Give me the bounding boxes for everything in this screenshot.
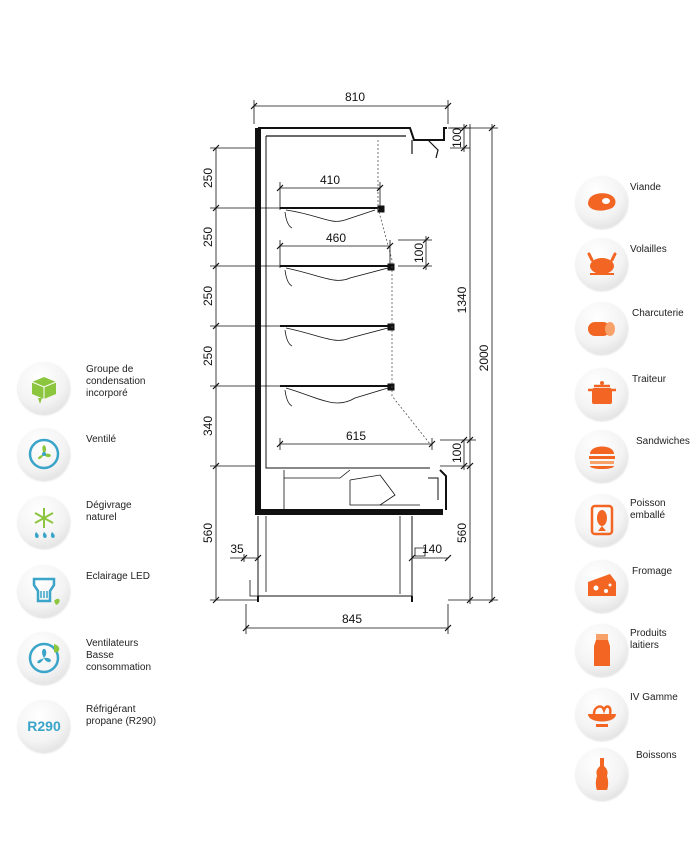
dim-base-height-right: 560 [455,523,469,543]
low-energy-fan-icon [18,632,70,684]
product-traiteur: Traiteur [576,368,666,420]
burger-icon [576,430,628,482]
milk-carton-icon [576,624,628,676]
dim-display-height: 1340 [455,286,469,313]
dim-shelf-mid-depth: 460 [326,231,346,245]
product-label: Fromage [632,566,673,577]
feature-label: Réfrigérant propane (R290) [86,704,157,727]
product-meat: Viande [576,176,661,228]
shelf-4 [280,383,395,407]
product-iv-gamme: IV Gamme [576,688,678,740]
feature-natural-defrost: Dégivrage naturel [18,496,151,548]
product-label: Sandwiches [636,436,690,447]
product-cheese: Fromage [576,560,672,612]
dim-canopy-height: 100 [450,128,464,148]
dim-foot-left: 35 [230,542,244,556]
condensing-unit-icon [18,362,70,414]
shelf-2 [280,263,395,287]
feature-ventilated: Ventilé [18,428,161,480]
r290-icon: R290 [18,700,70,752]
dim-gap-3: 250 [201,286,215,306]
product-label: Charcuterie [632,308,684,319]
bottle-icon [576,748,628,800]
dim-base-width: 845 [342,612,362,626]
feature-label: Groupe de condensation incorporé [86,364,146,399]
dim-gap-2: 250 [201,227,215,247]
dim-shelf-bottom-depth: 615 [346,429,366,443]
product-poultry: Volailles [576,238,667,290]
sausage-icon [576,302,628,354]
shelf-1 [280,205,385,229]
cabinet-outline [249,127,447,602]
dim-base-height-left: 560 [201,523,215,543]
product-label: Volailles [630,244,667,255]
product-label: Traiteur [632,374,667,385]
pot-icon [576,368,628,420]
snowflake-defrost-icon [18,496,70,548]
feature-led-lighting: Eclairage LED [18,565,166,617]
product-label: Boissons [636,750,677,761]
r290-badge-text: R290 [27,718,61,734]
feature-label: Ventilé [86,434,117,445]
product-label: Viande [630,182,661,193]
product-label: Poisson emballé [630,498,666,521]
product-drinks: Boissons [576,748,677,800]
product-label: IV Gamme [630,692,678,703]
dimension-lines [210,100,498,634]
product-sandwiches: Sandwiches [576,430,690,482]
product-label: Produits laitiers [630,628,667,651]
meat-icon [576,176,628,228]
dim-shelf-top-depth: 410 [320,173,340,187]
fish-pack-icon [576,494,628,546]
dim-gap-4: 250 [201,346,215,366]
salad-bowl-icon [576,688,628,740]
fan-icon [18,428,70,480]
feature-condensing-unit: Groupe de condensation incorporé [18,362,161,414]
tick-marks [212,102,496,632]
feature-label: Ventilateurs Basse consommation [86,638,152,673]
product-packed-fish: Poisson emballé [576,494,680,546]
feature-label: Dégivrage naturel [86,500,132,523]
product-dairy: Produits laitiers [576,624,680,676]
product-front-line [377,140,431,445]
feature-label: Eclairage LED [86,571,150,582]
feature-propane-refrigerant: R290 Réfrigérant propane (R290) [18,700,166,752]
dim-total-height: 2000 [477,344,491,371]
dim-gap-1: 250 [201,168,215,188]
dim-top-width: 810 [345,90,365,104]
feature-low-energy-fans: Ventilateurs Basse consommation [18,632,166,684]
shelf-3 [280,323,395,347]
product-charcuterie: Charcuterie [576,302,684,354]
dim-bottom-step: 100 [450,443,464,463]
poultry-icon [576,238,628,290]
dim-gap-5: 340 [201,416,215,436]
dim-foot-right: 140 [422,542,442,556]
dim-shelf-step: 100 [412,243,426,263]
cheese-icon [576,560,628,612]
led-bulb-icon [18,565,70,617]
